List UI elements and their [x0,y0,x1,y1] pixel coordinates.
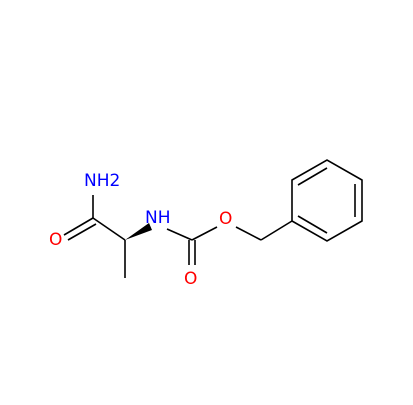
atom-label-nh2: NH2 [84,171,120,191]
atom-label-nh: NH [145,208,171,228]
wedge-bond-c-alpha-nh [125,223,152,240]
bond-ch2-phenyl [260,220,293,241]
atom-label-o-ester: O [219,209,232,229]
bond-c-carbamate-o-ester [191,226,218,241]
bond-c-amide-c-alpha [92,217,126,241]
benzene-double-bond-1 [297,167,328,186]
bond-nh-c-carbamate [166,228,193,241]
bond-c-amide-o-double-b [67,223,97,241]
bond-c-amide-o-double-a [63,217,94,236]
bond-o-ester-ch2 [235,226,262,241]
atom-label-o-carbonyl: O [184,269,197,289]
atom-label-o-amide: O [49,230,62,250]
benzene-double-bond-3 [297,215,328,234]
benzene-ring [291,159,363,242]
